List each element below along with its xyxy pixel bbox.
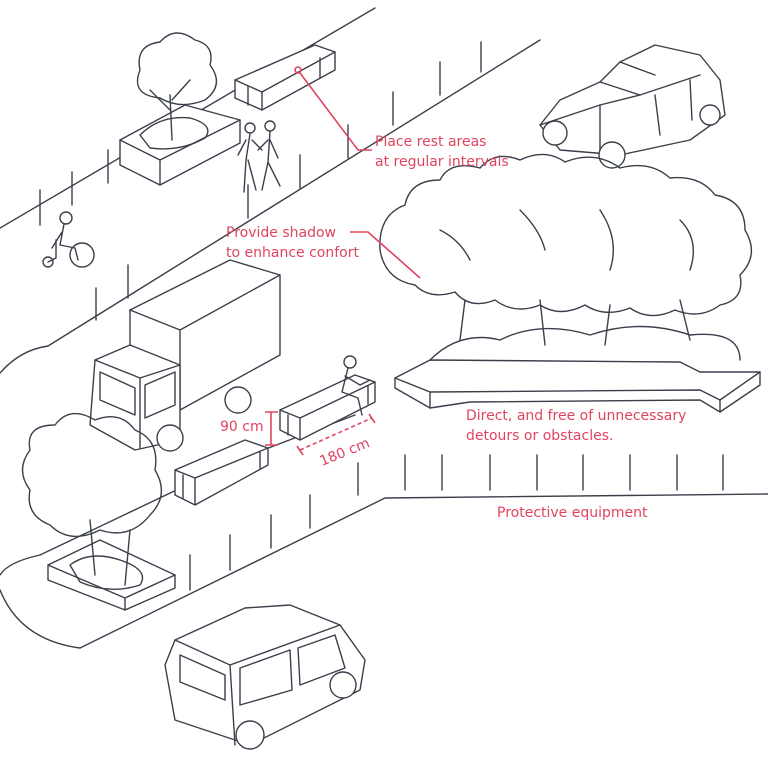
upper-bench (234, 44, 336, 111)
bench-height-dimension: 90 cm (220, 419, 264, 435)
lower-van (164, 604, 366, 750)
upper-car (539, 44, 726, 169)
seated-person (341, 355, 371, 416)
direct-route-label-2: detours or obstacles. (466, 428, 613, 444)
wheelchair-user (42, 211, 95, 268)
shadow-label-1: Provide shadow (226, 225, 336, 241)
lower-sidewalk (0, 414, 768, 649)
protective-equipment-label: Protective equipment (497, 505, 648, 521)
walking-pedestrians (237, 120, 281, 193)
rest-areas-label-1: Place rest areas (375, 134, 486, 150)
direct-route-label-1: Direct, and free of unnecessary (466, 408, 686, 424)
upper-planter (119, 32, 241, 186)
rest-areas-label-2: at regular intervals (375, 154, 509, 170)
delivery-truck (89, 259, 281, 452)
annotation-leaders (265, 66, 421, 456)
shadow-label-2: to enhance confort (226, 245, 359, 261)
large-tree-canopy (379, 153, 753, 346)
lower-bench (174, 439, 269, 506)
bollards-upper (39, 41, 482, 321)
bollards-lower (189, 454, 724, 591)
bench-length-dimension: 180 cm (318, 435, 373, 470)
large-planter (394, 325, 761, 413)
lower-planter (21, 412, 176, 611)
middle-bench (279, 374, 376, 441)
